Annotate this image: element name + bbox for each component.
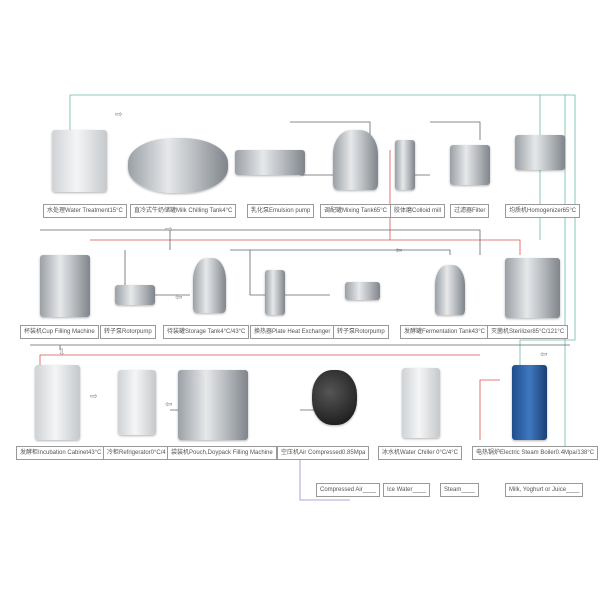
- steam-boiler-unit: [512, 365, 547, 440]
- label-cup-filling-machine: 杯装机Cup Filling Machine: [20, 325, 99, 339]
- label-air-compressor: 空压机Air Compressed0.85Mpa: [277, 446, 370, 460]
- cup-filling-machine-unit: [40, 255, 90, 317]
- refrigerator-unit: [118, 370, 156, 435]
- legend-steam: Steam____: [440, 483, 479, 497]
- label-homogenizer: 均质机Homogenizer65°C: [505, 204, 581, 218]
- label-storage-tank: 待装罐Storage Tank4°C/43°C: [163, 325, 250, 339]
- rotor-pump-2-unit: [345, 282, 380, 300]
- fermentation-tank-unit: [435, 265, 465, 315]
- storage-tank-unit: [193, 258, 226, 313]
- water-chiller-unit: [402, 368, 440, 438]
- flow-arrow: ⇨: [115, 109, 123, 119]
- flow-arrow: ⇦: [175, 292, 183, 302]
- flow-arrow: ⇨: [165, 224, 173, 234]
- air-compressor-unit: [312, 370, 357, 425]
- sterilizer-unit: [505, 258, 560, 318]
- flow-arrow: ⇦: [540, 349, 548, 359]
- legend-milk-yoghurt-juice: Milk, Yoghurt or Juice____: [505, 483, 584, 497]
- legend-compressed-air: Compressed Air____: [316, 483, 381, 497]
- label-refrigerator: 冷柜Refrigerator0°C/4: [103, 446, 170, 460]
- label-fermentation-tank: 发酵罐Fermentation Tank43°C: [400, 325, 489, 339]
- legend-ice-water: Ice Water____: [383, 483, 430, 497]
- label-sterilizer: 灭菌机Sterilizer85°C/121°C: [487, 325, 569, 339]
- label-rotor-pump-1: 转子泵Rotorpump: [100, 325, 156, 339]
- flow-arrow: ⇩: [58, 347, 66, 357]
- colloid-mill-unit: [395, 140, 415, 190]
- steam-line: [39, 150, 521, 440]
- homogenizer-unit: [515, 135, 565, 170]
- compressed-air-line: [299, 460, 350, 501]
- label-pouch-filling-machine: 袋装机Pouch,Doypack Filling Machine: [167, 446, 277, 460]
- label-water-chiller: 冰水机Water Chiller 0°C/4°C: [378, 446, 462, 460]
- milk-chilling-tank-unit: [128, 138, 228, 193]
- incubation-cabinet-unit: [35, 365, 80, 440]
- label-colloid-mill: 胶体磨Colloid mill: [390, 204, 446, 218]
- rotor-pump-1-unit: [115, 285, 155, 305]
- flow-arrow: ⇨: [90, 391, 98, 401]
- mixing-tank-unit: [333, 130, 378, 190]
- pouch-filling-machine-unit: [178, 370, 248, 440]
- emulsion-pump-unit: [235, 150, 305, 175]
- filter-unit: [450, 145, 490, 185]
- label-filter: 过滤器Filter: [450, 204, 490, 218]
- water-treatment-unit: [52, 130, 107, 192]
- label-plate-heat-exchanger: 换热器Plate Heat Exchanger: [250, 325, 335, 339]
- flow-arrow: ⇦: [395, 245, 403, 255]
- label-incubation-cabinet: 发酵柜Incubation Cabinet43°C: [16, 446, 106, 460]
- label-emulsion-pump: 乳化泵Emulsion pump: [247, 204, 315, 218]
- label-steam-boiler: 电热锅炉Electric Steam Boiler0.4Mpa/138°C: [472, 446, 599, 460]
- plate-heat-exchanger-unit: [265, 270, 285, 315]
- label-mixing-tank: 调配罐Mixing Tank65°C: [320, 204, 391, 218]
- label-milk-chilling-tank: 直冷式牛奶储罐Milk Chilling Tank4°C: [130, 204, 237, 218]
- label-rotor-pump-2: 转子泵Rotorpump: [333, 325, 389, 339]
- label-water-treatment: 水处理Water Treatment15°C: [43, 204, 127, 218]
- flow-arrow: ⇦: [165, 399, 173, 409]
